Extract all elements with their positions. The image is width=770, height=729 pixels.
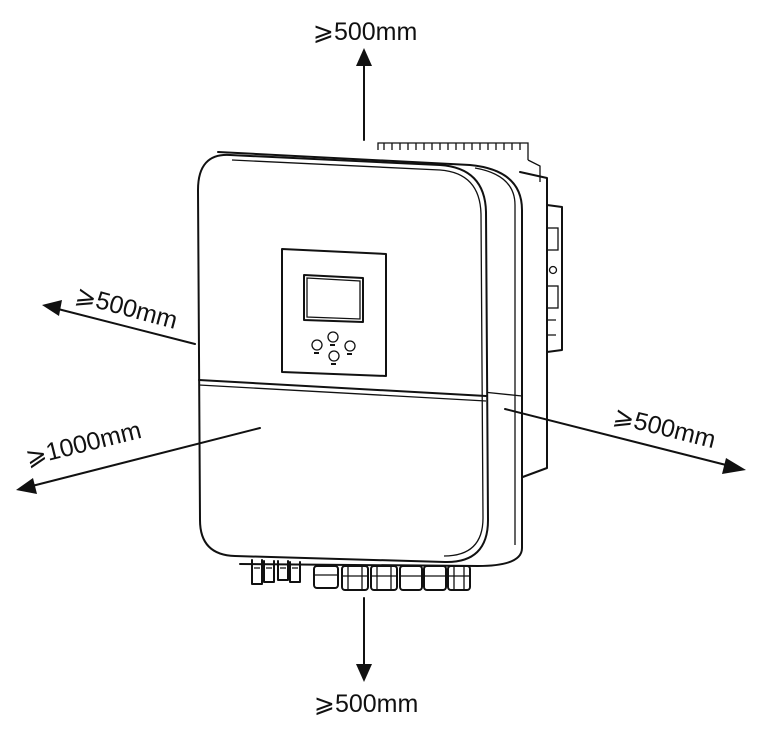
arrow-bottom xyxy=(356,597,372,682)
clearance-top-label: ⩾500mm xyxy=(313,18,417,46)
control-buttons xyxy=(311,331,356,365)
clearance-bottom-label: ⩾500mm xyxy=(314,690,418,718)
panel-divider xyxy=(198,379,487,397)
lcd-screen-icon xyxy=(281,248,387,377)
inverter-front xyxy=(197,153,489,564)
clearance-front-label: ⩾1000mm xyxy=(23,416,144,472)
cable-gland-3 xyxy=(370,565,398,591)
cable-gland-2 xyxy=(341,565,369,591)
clearance-right-label: ⩾500mm xyxy=(611,402,719,454)
button-right-icon xyxy=(344,340,356,352)
button-left-icon xyxy=(311,339,323,351)
bottom-connectors xyxy=(251,559,471,591)
arrow-left xyxy=(42,300,196,345)
bracket-slot-top xyxy=(546,227,559,251)
bracket-slot-bottom xyxy=(546,285,559,309)
button-down-icon xyxy=(328,350,340,362)
cable-gland-4 xyxy=(399,565,423,591)
arrow-front xyxy=(16,427,261,494)
arrow-top xyxy=(356,48,372,141)
arrow-right xyxy=(504,408,746,474)
mounting-bracket xyxy=(519,171,563,479)
heatsink-fins xyxy=(377,142,541,182)
cable-gland-6 xyxy=(447,565,471,591)
button-up-icon xyxy=(327,331,339,343)
inverter-icon xyxy=(197,142,563,591)
bracket-screw-icon xyxy=(548,265,558,275)
cable-gland-5 xyxy=(423,565,447,591)
cable-gland-1 xyxy=(313,565,339,589)
